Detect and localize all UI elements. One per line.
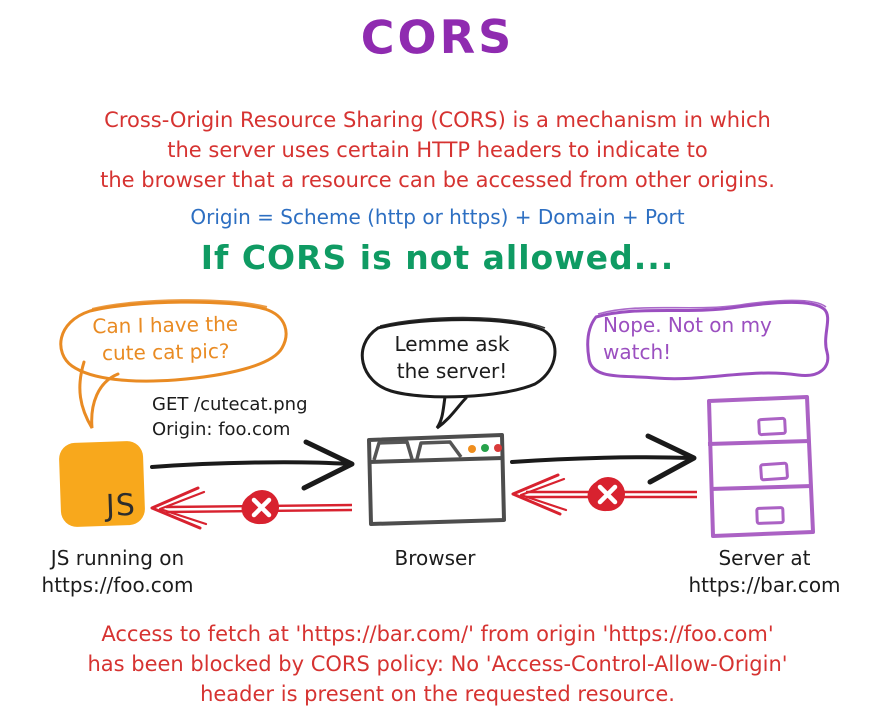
server-node-label: Server at https://bar.com [688,546,841,597]
request-origin: Origin: foo.com [152,419,291,440]
js-speech-bubble [59,299,288,429]
browser-icon [367,433,506,526]
drawer-divider [709,484,813,491]
js-node-label: JS running on https://foo.com [41,546,194,597]
browser-tabs [372,440,463,461]
server-icon [707,395,815,538]
blocked-x-icon [241,490,279,525]
scenario-heading: If CORS is not allowed... [200,238,675,277]
cors-error-line-1: Access to fetch at 'https://bar.com/' fr… [101,622,774,646]
arrowhead-icon [301,439,355,491]
browser-bubble-text: Lemme ask the server! [394,332,510,383]
arrows-layer [150,433,697,530]
drawer-handle [755,506,785,525]
tab-dot-red [494,444,502,452]
bubble-outline [360,318,557,399]
drawer-handle [757,416,787,437]
bubble-tail [435,395,468,430]
browser-speech-bubble [360,316,557,430]
request-arrow-browser-to-server [510,433,697,485]
blocked-response-browser-to-js [150,486,353,530]
bubble-tail [78,360,120,429]
server-speech-bubble [586,299,830,381]
bubble-outline [586,300,830,381]
origin-formula: Origin = Scheme (http or https) + Domain… [190,205,685,229]
request-arrow-js-to-browser [150,439,355,491]
blocked-response-server-to-browser [511,473,697,516]
tab-dot-orange [468,445,476,453]
server-bubble-text: Nope. Not on my watch! [603,313,772,364]
cors-error-line-3: header is present on the requested resou… [200,682,675,706]
arrowhead-icon [645,433,697,485]
cors-error-line-2: has been blocked by CORS policy: No 'Acc… [87,652,788,676]
drawer-handle [759,461,789,482]
intro-line-3: the browser that a resource can be acces… [100,168,775,192]
js-bubble-text: Can I have the cute cat pic? [92,311,239,366]
intro-line-2: the server uses certain HTTP headers to … [167,138,708,162]
arrowhead-icon [511,473,562,516]
blocked-x-icon [587,477,625,512]
drawer-divider [707,439,811,446]
browser-toolbar-line [368,456,504,464]
request-line: GET /cutecat.png [152,394,308,415]
arrowhead-icon [150,486,202,530]
tab-dot-green [481,444,489,452]
intro-line-1: Cross-Origin Resource Sharing (CORS) is … [104,108,771,132]
request-text: GET /cutecat.png Origin: foo.com [152,392,308,442]
browser-node-label: Browser [394,546,476,570]
page-title: CORS [360,9,515,65]
bubble-outline [59,300,288,383]
